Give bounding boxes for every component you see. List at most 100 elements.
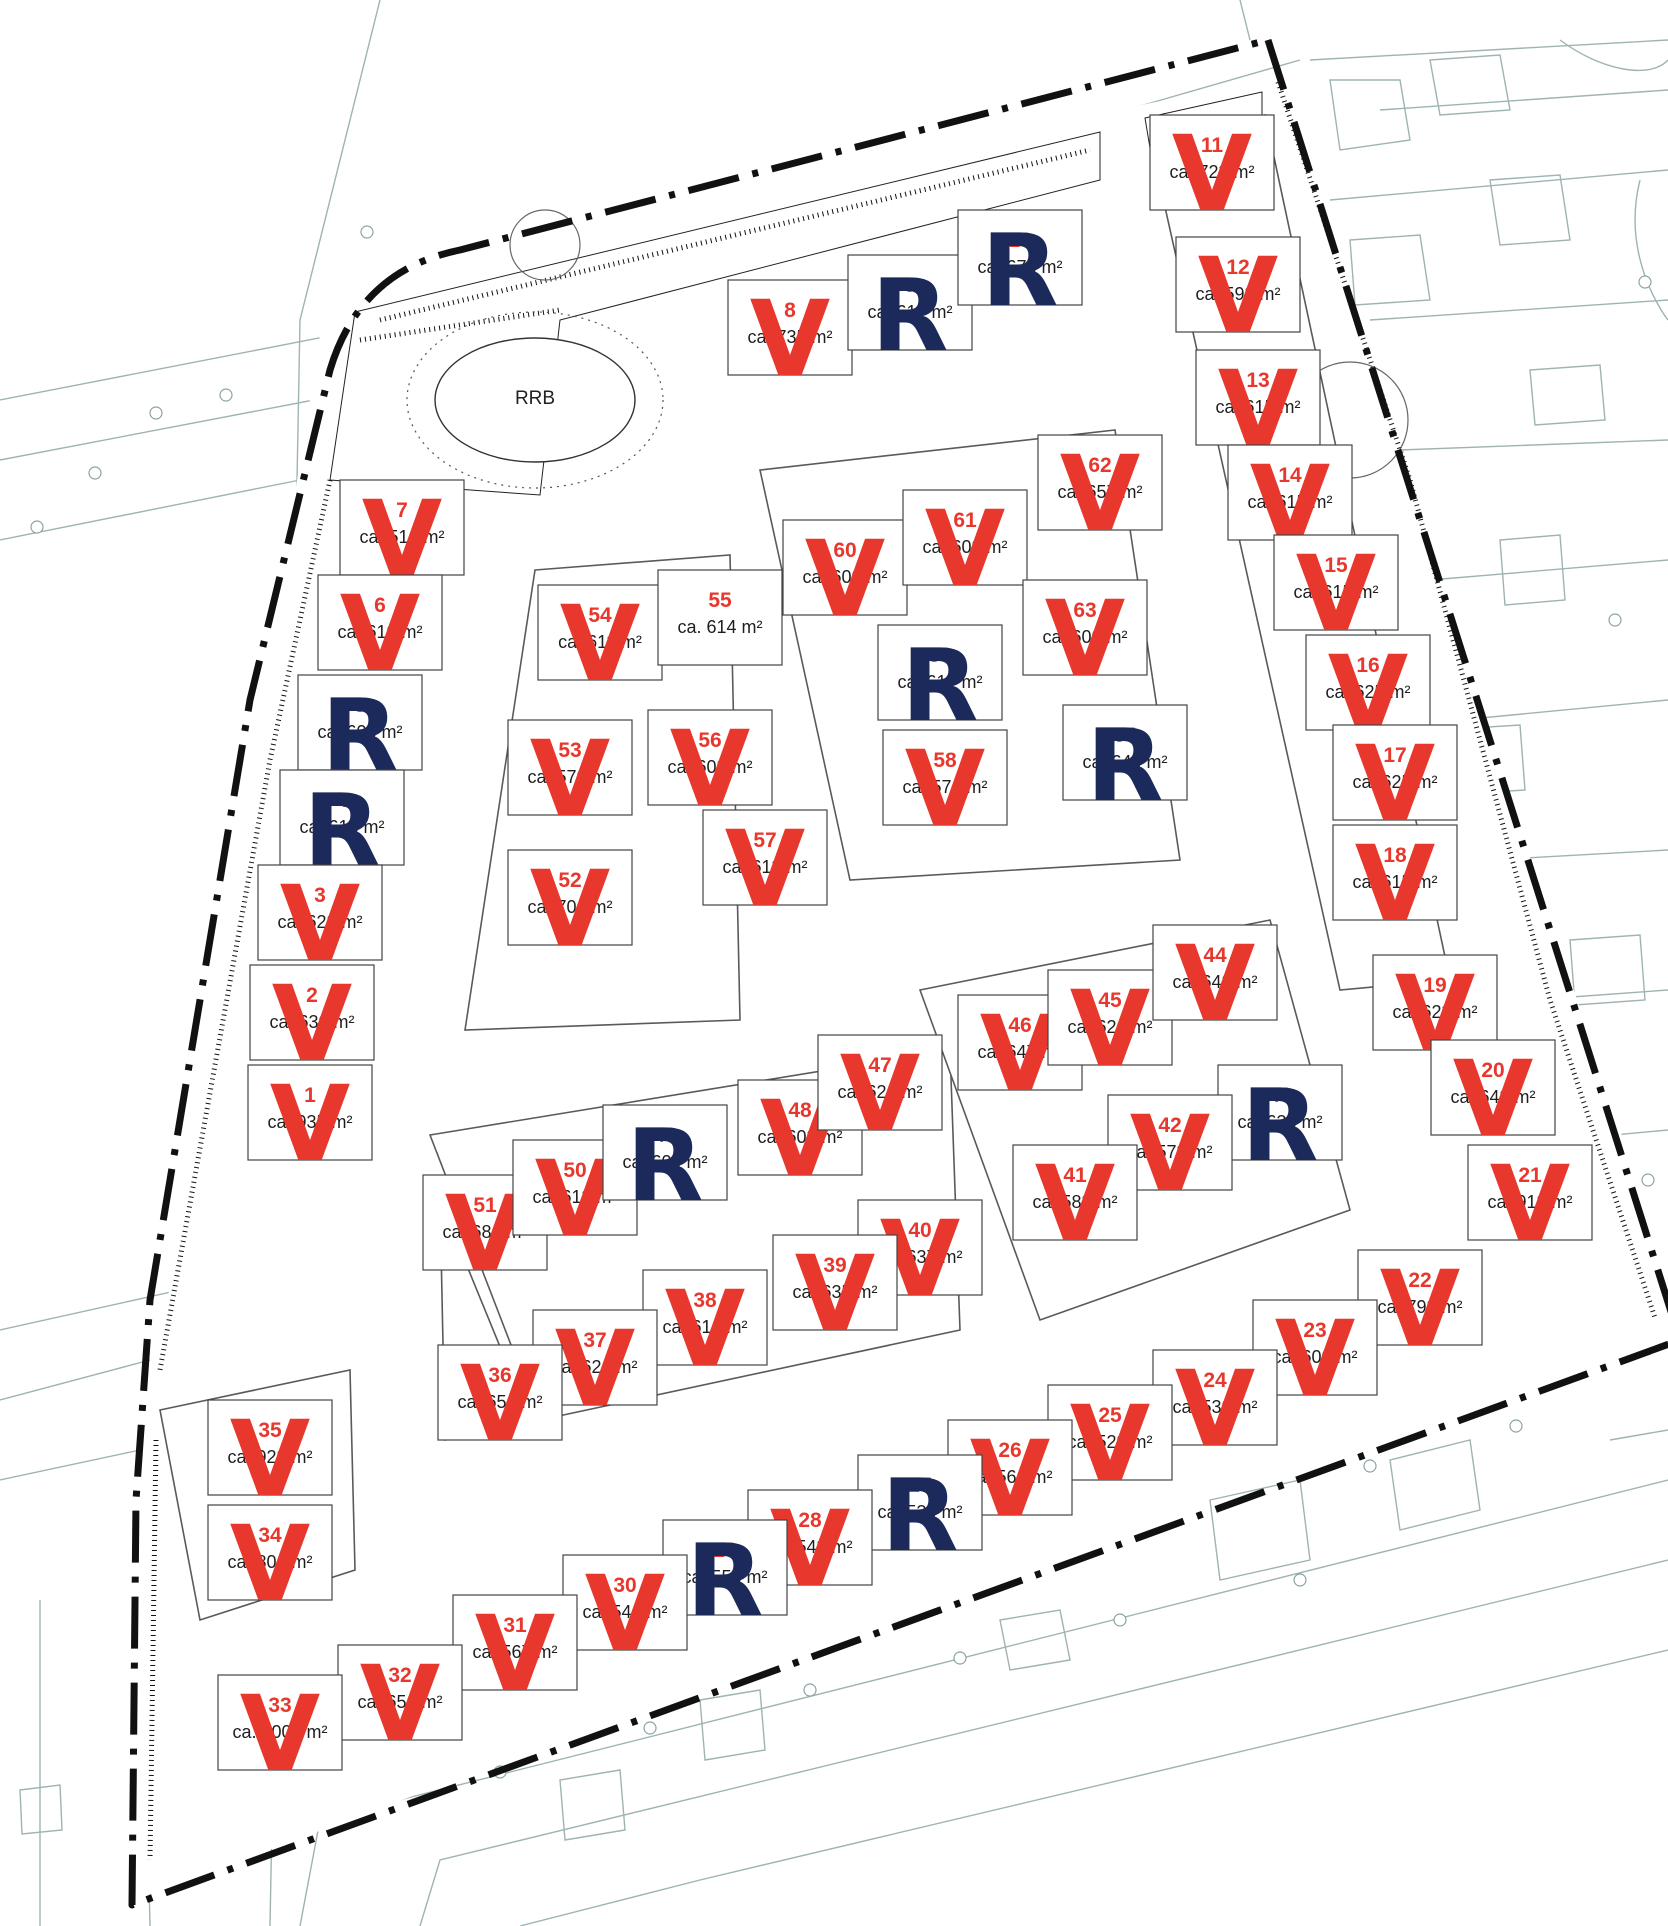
- plot-area: ca. 643 m²: [1450, 1087, 1535, 1107]
- plot-area: ca. 633 m²: [1237, 1112, 1322, 1132]
- plot-number: 18: [1383, 844, 1407, 867]
- plot-number: 21: [1518, 1164, 1542, 1187]
- plot-8[interactable]: 8ca. 735 m²V: [727, 278, 853, 400]
- reserved-v-marker: V: [445, 1173, 526, 1295]
- reserved-v-marker: V: [1035, 1143, 1116, 1265]
- plot-number: 34: [258, 1524, 282, 1547]
- reserved-v-marker: V: [750, 278, 831, 400]
- plot-number: 2: [306, 984, 318, 1007]
- plot-area: ca. 613 m²: [299, 817, 384, 837]
- plot-outline: [1152, 924, 1278, 1021]
- plot-area: ca. 516 m²: [359, 527, 444, 547]
- plot-area: ca. 553 m²: [682, 1567, 767, 1587]
- plot-area: ca. 615 m²: [1215, 397, 1300, 417]
- plot-outline: [1175, 236, 1301, 333]
- plot-outline: [772, 1234, 898, 1331]
- plot-outline: [1012, 1144, 1138, 1241]
- plot-number: 8: [784, 299, 796, 322]
- reserved-v-marker: V: [1275, 1298, 1356, 1420]
- plot-area: ca. 678 m²: [977, 257, 1062, 277]
- plot-number: 38: [693, 1289, 717, 1312]
- sw-hedge-dots: [147, 1439, 159, 1861]
- reserved-v-marker: V: [925, 488, 1006, 610]
- plot-number: 45: [1098, 989, 1122, 1012]
- plot-outline: [1047, 969, 1173, 1066]
- plot-area: ca. 567 m²: [472, 1642, 557, 1662]
- plot-area: ca. 606 m²: [317, 722, 402, 742]
- plot-1[interactable]: 1ca. 935 m²V: [247, 1063, 373, 1185]
- reserved-r-marker: R: [981, 212, 1058, 329]
- reserved-v-marker: V: [1070, 968, 1151, 1090]
- plot-outline: [882, 729, 1008, 826]
- reserved-r-marker: R: [1086, 707, 1163, 824]
- retention-basin: [434, 337, 636, 463]
- plot-number: 11: [1201, 134, 1224, 157]
- reserved-v-marker: V: [980, 993, 1061, 1115]
- plot-area: ca. 600 m²: [802, 567, 887, 587]
- plot-number: 31: [503, 1614, 527, 1637]
- plot-number: 24: [1203, 1369, 1227, 1392]
- plot-outline: [817, 1034, 943, 1131]
- plot-area: ca. 626 m²: [1067, 1017, 1152, 1037]
- plot-outline: [1227, 444, 1353, 541]
- plot-area: ca. 530 m²: [1172, 1397, 1257, 1417]
- plot-area: ca. 654 m²: [457, 1392, 542, 1412]
- plot-area: ca. 612 m²: [867, 302, 952, 322]
- plot-number: 27: [908, 1474, 931, 1497]
- plot-9[interactable]: 9ca. 612 m²R: [847, 254, 973, 374]
- plot-outline: [507, 719, 633, 816]
- plot-area: ca. 615 m²: [1247, 492, 1332, 512]
- plot-10[interactable]: 10 ca. 678 m²R: [957, 209, 1083, 329]
- plot-number: 55: [708, 589, 732, 612]
- plot-number: 59: [928, 644, 951, 667]
- reserved-v-marker: V: [1130, 1093, 1211, 1215]
- plot-outline: [727, 279, 853, 376]
- reserved-v-marker: V: [1045, 578, 1126, 700]
- plot-7[interactable]: 7ca. 516 m²V: [339, 478, 465, 600]
- plot-number: 15: [1324, 554, 1348, 577]
- plot-number: 4: [336, 789, 348, 812]
- plot-45[interactable]: 45 ca. 626 m²V: [1047, 968, 1173, 1090]
- plot-outline: [1037, 434, 1163, 531]
- plot-number: 10: [1008, 229, 1031, 252]
